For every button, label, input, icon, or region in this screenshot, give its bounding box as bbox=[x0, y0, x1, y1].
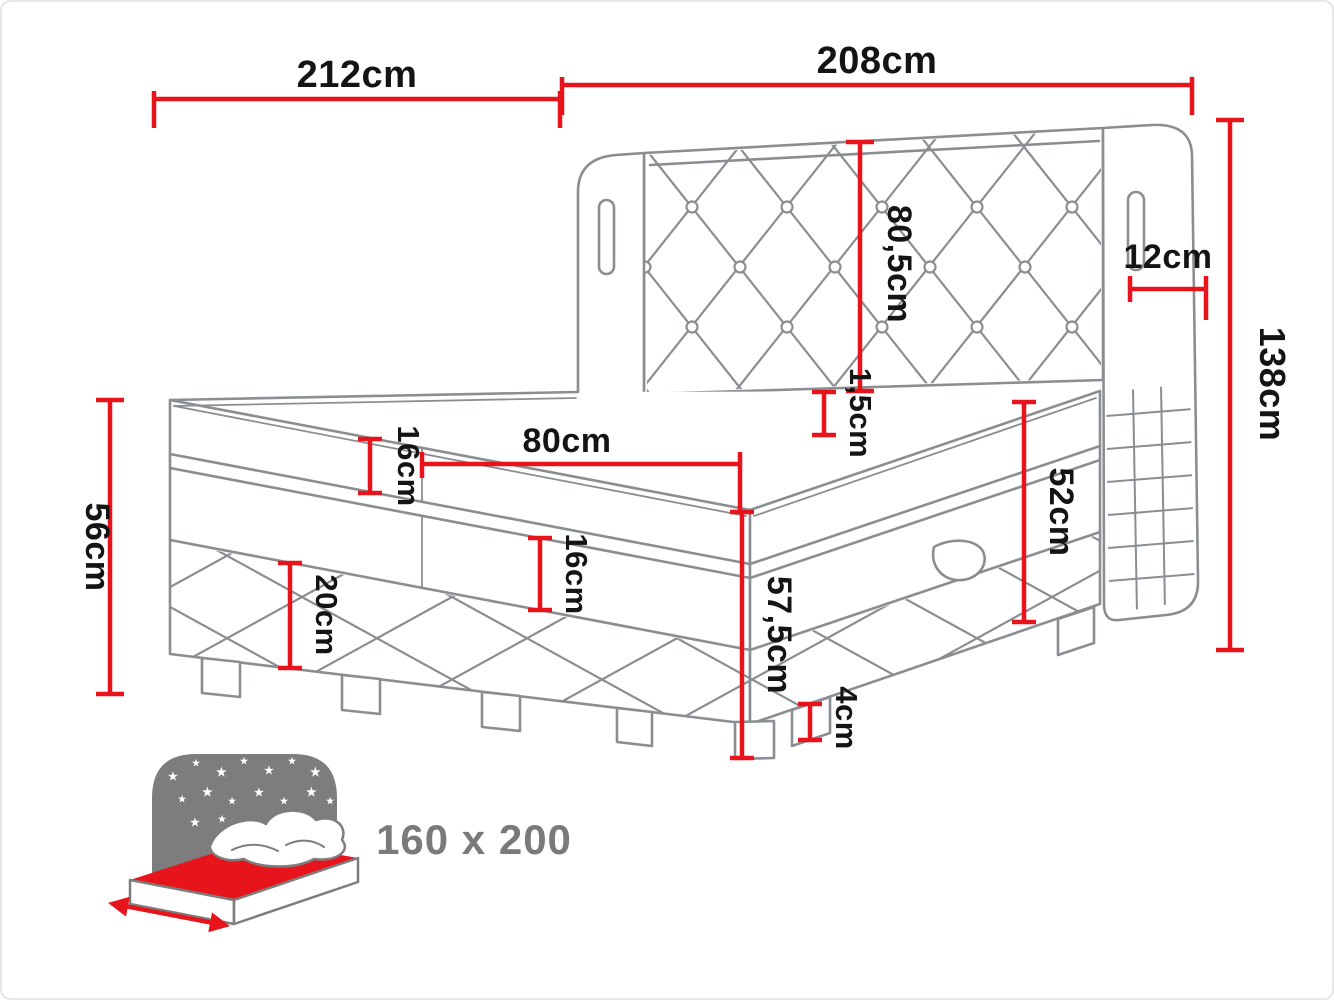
star-icon: ★ bbox=[218, 814, 227, 824]
star-icon: ★ bbox=[306, 785, 317, 799]
star-icon: ★ bbox=[328, 758, 337, 768]
dimension-line-leg-height bbox=[798, 701, 822, 743]
dimension-line-topper-gap bbox=[812, 389, 836, 438]
dimension-label-headboard-height: 80,5cm bbox=[880, 205, 918, 323]
star-icon: ★ bbox=[310, 765, 321, 779]
dimension-label-mattress-thickness: 16cm bbox=[559, 533, 594, 614]
bed-leg bbox=[340, 673, 382, 716]
headboard-left-wing bbox=[576, 151, 646, 405]
dimension-label-total-length: 212cm bbox=[297, 54, 418, 96]
dimension-label-wing-depth: 12cm bbox=[1124, 238, 1213, 276]
layer-line-front-2 bbox=[168, 466, 752, 580]
size-label: 160 x 200 bbox=[376, 816, 572, 863]
dimension-label-base-height: 56cm bbox=[78, 503, 116, 592]
dimension-label-total-height: 138cm bbox=[1252, 327, 1293, 442]
mattress-back-edge bbox=[168, 390, 580, 402]
piping-seam-front bbox=[173, 405, 747, 517]
dimension-label-leg-height: 4cm bbox=[829, 686, 864, 750]
piping-seam-back bbox=[173, 397, 577, 407]
icon-blanket bbox=[208, 809, 346, 868]
dimension-line-base-height bbox=[96, 397, 124, 697]
bed-leg bbox=[1056, 605, 1096, 657]
dimension-line-side-height bbox=[1012, 399, 1036, 625]
star-icon: ★ bbox=[264, 765, 274, 777]
star-icon: ★ bbox=[288, 756, 297, 766]
bed-leg bbox=[733, 719, 776, 761]
dimension-line-wing-depth bbox=[1127, 276, 1209, 320]
bed-leg bbox=[615, 706, 654, 748]
star-icon: ★ bbox=[192, 758, 201, 768]
dimension-labels: 212cm 208cm 80,5cm 12cm 138cm 56cm 16cm … bbox=[78, 40, 1293, 750]
size-icon: ★ ★ ★ ★ ★ ★ ★ ★ ★ ★ ★ ★ ★ ★ ★ ★ ★ ★ ★ ★ … bbox=[108, 754, 572, 933]
icon-direction-arrow bbox=[108, 896, 230, 933]
dimension-label-box-height: 20cm bbox=[309, 574, 344, 655]
dimension-line-corner-height bbox=[730, 509, 754, 761]
layer-line-front-3 bbox=[168, 538, 752, 652]
dimension-line-half-width bbox=[419, 452, 743, 512]
dimension-label-topper-thickness: 16cm bbox=[391, 425, 426, 506]
layer-line-front-1 bbox=[168, 452, 752, 566]
dimension-line-topper-thickness bbox=[358, 436, 382, 496]
star-icon: ★ bbox=[202, 785, 213, 799]
star-icon: ★ bbox=[178, 794, 187, 804]
layer-line-side-1 bbox=[748, 444, 1102, 566]
dimension-line-mattress-thickness bbox=[528, 535, 552, 613]
dimension-line-total-height bbox=[1216, 117, 1244, 653]
star-icon: ★ bbox=[326, 796, 335, 806]
dimension-label-topper-gap: 1,5cm bbox=[843, 368, 878, 458]
star-icon: ★ bbox=[216, 765, 227, 779]
bed-leg bbox=[200, 656, 242, 699]
layer-line-side-3 bbox=[748, 530, 1102, 652]
piping-seam-side bbox=[753, 397, 1097, 517]
dimension-label-corner-height: 57,5cm bbox=[760, 576, 798, 694]
star-icon: ★ bbox=[228, 796, 237, 806]
star-icon: ★ bbox=[168, 771, 178, 783]
star-icon: ★ bbox=[254, 787, 264, 799]
right-wing-grid bbox=[1106, 384, 1195, 614]
mattress-top-surface bbox=[170, 391, 1100, 510]
dimension-line-headboard-height bbox=[846, 139, 874, 394]
star-icon: ★ bbox=[240, 756, 249, 766]
layer-line-side-2 bbox=[748, 458, 1102, 580]
right-wing-slot bbox=[1126, 190, 1146, 272]
bed-body bbox=[168, 389, 1102, 761]
tufting-buttons bbox=[638, 200, 1079, 334]
headboard-right-wing bbox=[1101, 123, 1200, 622]
dimension-label-half-width: 80cm bbox=[523, 422, 612, 460]
side-handle bbox=[931, 539, 986, 582]
dimension-line-total-length bbox=[151, 91, 563, 128]
headboard-tufting bbox=[647, 130, 1101, 392]
star-icon: ★ bbox=[280, 796, 289, 806]
dimension-label-headboard-width: 208cm bbox=[817, 40, 938, 82]
dimension-label-side-height: 52cm bbox=[1042, 468, 1080, 557]
left-wing-slot bbox=[597, 198, 616, 276]
dimension-line-headboard-width bbox=[559, 77, 1195, 115]
icon-blanket-fold bbox=[231, 839, 325, 852]
dimension-line-box-height bbox=[278, 560, 302, 671]
bed-leg bbox=[480, 690, 522, 733]
headboard bbox=[576, 123, 1200, 622]
dimension-lines bbox=[96, 77, 1244, 761]
star-icon: ★ bbox=[190, 817, 200, 829]
icon-base-side bbox=[232, 856, 360, 926]
